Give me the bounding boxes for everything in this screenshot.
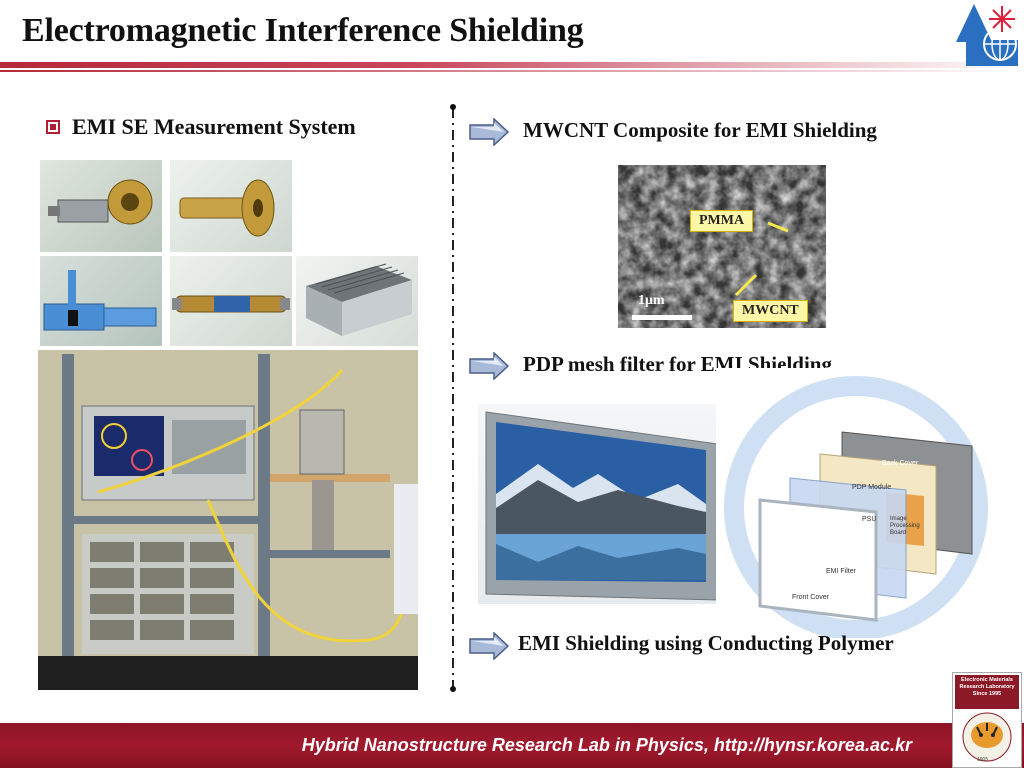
- lab-badge-line2: Research Laboratory: [959, 684, 1015, 690]
- label-board: Image Processing Board: [890, 516, 920, 536]
- label-front-cover: Front Cover: [792, 594, 829, 601]
- arrow-icon: [469, 352, 510, 380]
- photo-coaxial-holder: [170, 160, 292, 252]
- arrow-icon: [469, 632, 510, 660]
- pdp-exploded-diagram: Back Cover PDP Module PSU Image Processi…: [716, 368, 990, 638]
- slide-title: Electromagnetic Interference Shielding: [22, 12, 584, 49]
- label-mwcnt: MWCNT: [733, 300, 808, 322]
- label-pdp-module: PDP Module: [852, 484, 892, 491]
- bullet-icon: [46, 120, 60, 134]
- label-emi-filter: EMI Filter: [826, 568, 856, 575]
- divider-dot-bottom: [450, 686, 456, 692]
- label-pmma: PMMA: [690, 210, 754, 232]
- scale-bar-label: 1μm: [638, 293, 665, 308]
- photo-waveguide-adapter: [40, 160, 162, 252]
- photo-waveguide-section: [40, 256, 162, 346]
- photo-measurement-rack: [38, 350, 418, 690]
- footer-text: Hybrid Nanostructure Research Lab in Phy…: [301, 735, 912, 755]
- divider-dot-top: [450, 104, 456, 110]
- title-rule: [0, 62, 1024, 68]
- photo-amplifier-box: [296, 256, 418, 346]
- tiger-emblem-icon: [962, 712, 1012, 762]
- footer-bar: [0, 723, 1024, 768]
- section-divider: [452, 108, 454, 690]
- title-rule-thin: [0, 70, 1024, 72]
- right-section-heading-3: EMI Shielding using Conducting Polymer: [518, 631, 894, 655]
- lab-badge-line3: Since 1995: [972, 691, 1002, 697]
- lab-badge: Electronic Materials Research Laboratory…: [952, 672, 1022, 768]
- lab-badge-line1: Electronic Materials: [961, 677, 1013, 683]
- photo-pdp-tv: [478, 404, 728, 604]
- arrow-icon: [469, 118, 510, 146]
- lab-badge-year: 1905: [977, 757, 989, 763]
- lab-badge-header: Electronic Materials Research Laboratory…: [955, 675, 1019, 709]
- photo-coaxial-line: [170, 256, 292, 346]
- left-section-heading: EMI SE Measurement System: [72, 114, 356, 139]
- label-back-cover: Back Cover: [882, 460, 919, 467]
- label-psu: PSU: [862, 516, 877, 523]
- university-logo: [956, 4, 1018, 66]
- right-section-heading-1: MWCNT Composite for EMI Shielding: [523, 118, 877, 142]
